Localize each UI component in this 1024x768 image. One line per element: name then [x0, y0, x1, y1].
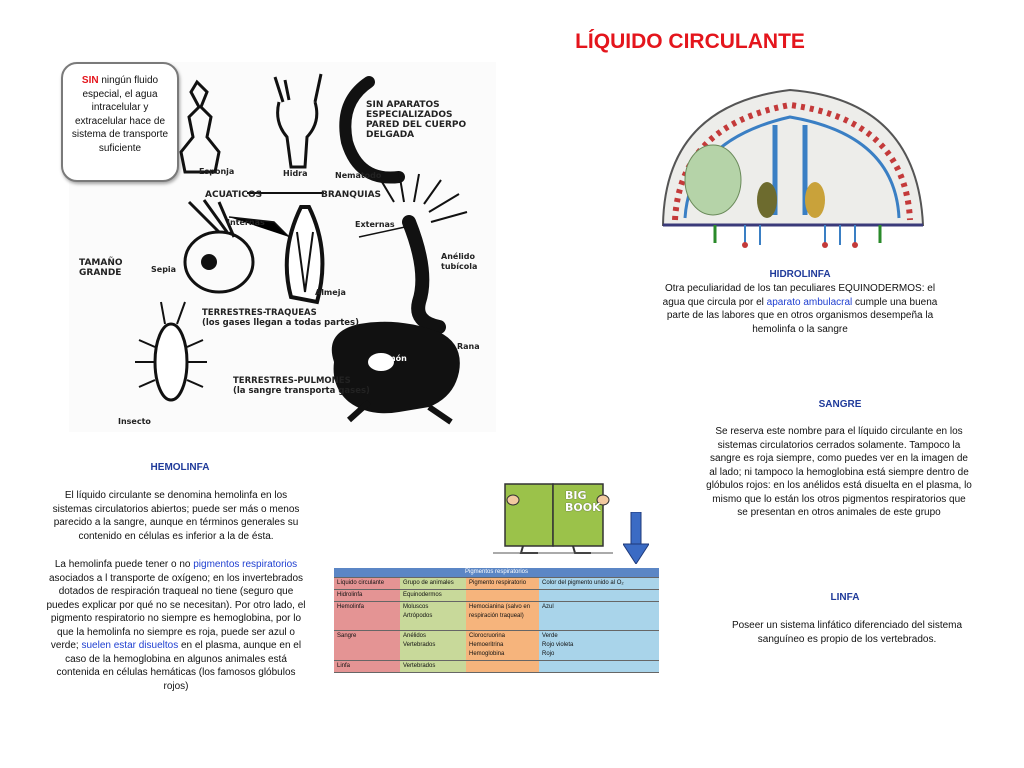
table-cell: Linfa	[334, 660, 400, 673]
table-cell: Clorocruorina Hemoeritrina Hemoglobina	[466, 630, 539, 661]
big-book-line1: BIG	[565, 489, 587, 502]
label-anelido: Anélido tubícola	[441, 252, 478, 271]
table-cell: Hidrolinfa	[334, 589, 400, 602]
sepia-shape	[183, 230, 255, 294]
hemolinfa-title: HEMOLINFA	[150, 462, 210, 473]
label-tamano-grande: TAMAÑO GRANDE	[79, 258, 123, 278]
linfa-title: LINFA	[830, 592, 860, 603]
sangre-title: SANGRE	[818, 399, 862, 410]
hidrolinfa-title: HIDROLINFA	[769, 269, 831, 280]
table-cell: Verde Rojo violeta Rojo	[539, 630, 659, 661]
page-title: LÍQUIDO CIRCULANTE	[575, 30, 805, 53]
hemolinfa-paragraph-1: El líquido circulante se denomina hemoli…	[52, 490, 300, 542]
hidrolinfa-text: Otra peculiaridad de los tan peculiares …	[660, 282, 940, 336]
label-pulmon: Pulmón	[373, 354, 407, 363]
hydra-shape	[273, 73, 323, 169]
table-cell: Anélidos Vertebrados	[400, 630, 466, 661]
label-pulmones: TERRESTRES-PULMONES (la sangre transport…	[233, 376, 370, 396]
down-arrow-icon	[622, 511, 650, 565]
big-book-clipart: BIG BOOK	[493, 478, 613, 556]
big-book-label: BIG BOOK	[565, 490, 601, 514]
table-row: Hemolinfa Moluscos Artrópodos Hemocianin…	[334, 601, 659, 631]
hidrolinfa-text-a: Otra peculiaridad de los tan peculiares …	[662, 283, 936, 308]
table-row: Hidrolinfa Equinodermos	[334, 589, 659, 602]
linfa-text: Poseer un sistema linfático diferenciado…	[731, 620, 963, 645]
table-header: Pigmento respiratorio	[466, 577, 539, 590]
clam-shape	[284, 205, 325, 305]
hemolinfa-p2-a: La hemolinfa puede tener o no	[54, 559, 194, 570]
pigmentos-respiratorios-link[interactable]: pigmentos respiratorios	[193, 559, 298, 570]
label-nematodo: Nematodo	[335, 171, 382, 180]
table-header: Grupo de animales	[400, 577, 466, 590]
table-cell	[466, 589, 539, 602]
label-sepia: Sepia	[151, 265, 177, 274]
table-cell: Hemocianina (salvo en respiración traque…	[466, 601, 539, 631]
big-book-drawing	[493, 483, 613, 554]
table-cell: Sangre	[334, 630, 400, 661]
table-cell: Hemolinfa	[334, 601, 400, 631]
table-cell	[466, 660, 539, 673]
label-esponja: Esponja	[199, 167, 235, 176]
table-row: Sangre Anélidos Vertebrados Clorocruorin…	[334, 630, 659, 661]
label-hidra: Hidra	[283, 169, 308, 178]
hemolinfa-p2-c: en el plasma, aunque en el caso de la he…	[56, 640, 302, 692]
label-internas: Internas	[227, 218, 265, 227]
sin-text: ningún fluido especial, el agua intracel…	[71, 75, 169, 154]
table-row: Linfa Vertebrados	[334, 660, 659, 673]
animals-respiration-figure: Esponja Hidra Nematodo SIN APARATOS ESPE…	[69, 62, 496, 432]
label-externas: Externas	[355, 220, 395, 229]
table-cell: Azul	[539, 601, 659, 631]
label-rana: Rana	[457, 342, 480, 351]
suelen-estar-disueltos-link[interactable]: suelen estar disueltos	[81, 640, 179, 651]
label-acuaticos: ACUATICOS	[205, 190, 263, 200]
pigment-table: Pigmentos respiratorios Líquido circulan…	[334, 568, 659, 673]
nematode-shape	[339, 76, 405, 184]
insect-shape	[153, 322, 189, 402]
label-traqueas: TERRESTRES-TRAQUEAS (los gases llegan a …	[202, 308, 359, 328]
animals-drawing	[135, 73, 468, 425]
table-cell	[539, 589, 659, 602]
sponge-shape	[179, 79, 221, 174]
echinoderm-figure	[655, 85, 930, 260]
table-header: Líquido circulante	[334, 577, 400, 590]
table-cell: Equinodermos	[400, 589, 466, 602]
big-book-line2: BOOK	[565, 501, 601, 514]
hidrolinfa-text-b: cumple una buena parte de las labores qu…	[666, 296, 938, 335]
table-header: Color del pigmento unido al O₂	[539, 577, 659, 590]
aparato-ambulacral-link[interactable]: aparato ambulacral	[766, 296, 853, 308]
sin-callout-box: SIN ningún fluido especial, el agua intr…	[61, 62, 179, 182]
echinoderm-drawing	[661, 88, 925, 248]
label-insecto: Insecto	[118, 417, 151, 426]
annelid-shape	[402, 215, 446, 334]
table-cell	[539, 660, 659, 673]
pigment-table-caption: Pigmentos respiratorios	[334, 568, 659, 578]
label-sin-aparatos: SIN APARATOS ESPECIALIZADOS PARED DEL CU…	[366, 100, 467, 140]
hemolinfa-paragraph-2: La hemolinfa puede tener o no pigmentos …	[45, 558, 307, 693]
label-almeja: Almeja	[315, 288, 346, 297]
hemolinfa-p2-b: asociados a l transporte de oxígeno; en …	[46, 572, 306, 652]
table-cell: Moluscos Artrópodos	[400, 601, 466, 631]
table-cell: Vertebrados	[400, 660, 466, 673]
frog-shape	[331, 321, 460, 414]
sangre-text: Se reserva este nombre para el líquido c…	[706, 426, 972, 518]
sin-keyword: SIN	[81, 75, 99, 86]
label-branquias: BRANQUIAS	[321, 190, 382, 200]
